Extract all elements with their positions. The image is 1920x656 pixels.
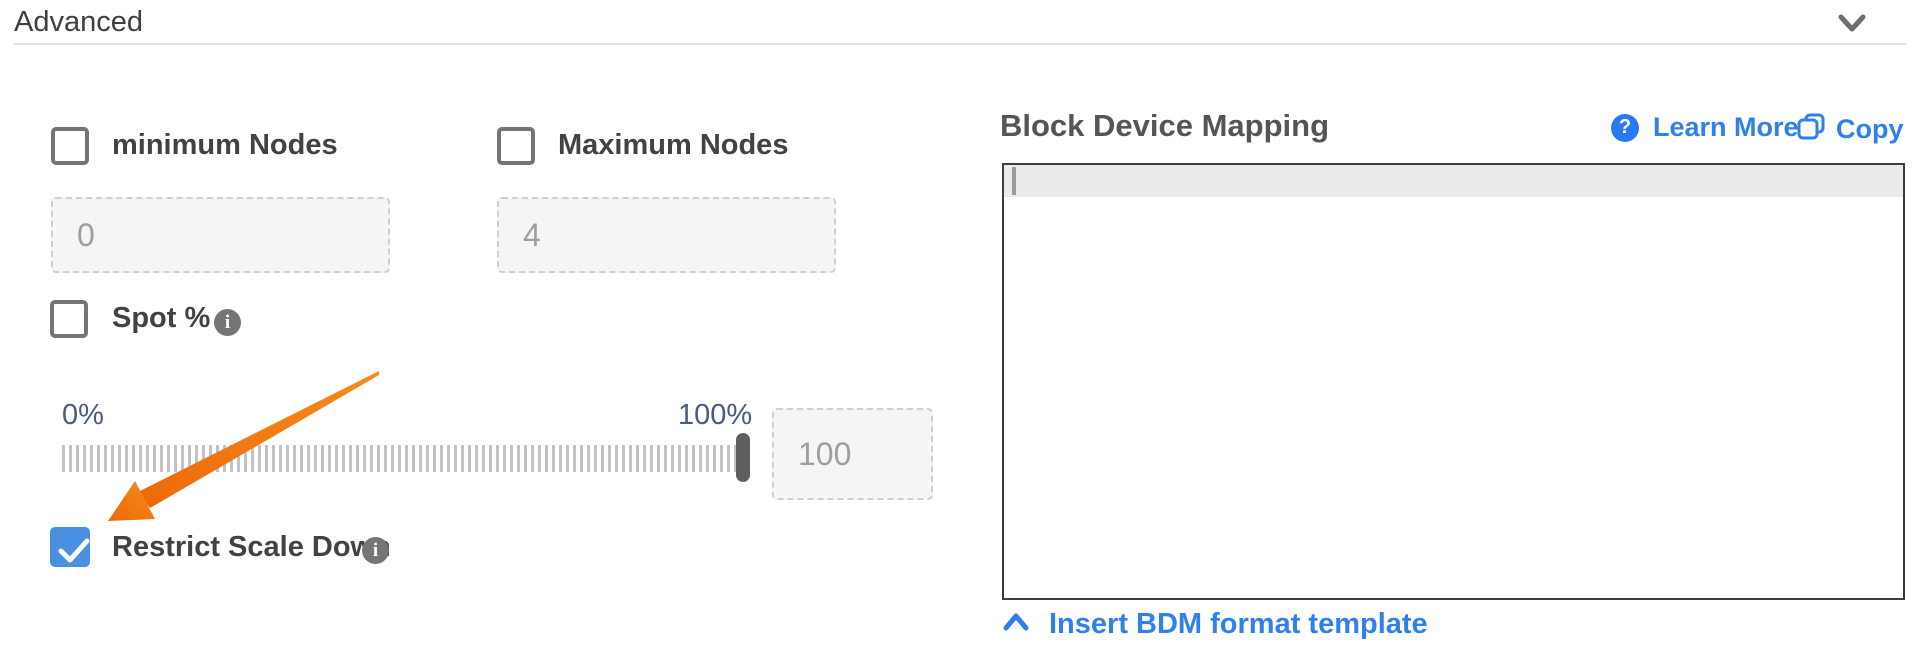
spot-percent-label: Spot % <box>112 302 211 334</box>
learn-more-label: Learn More <box>1653 112 1799 142</box>
restrict-info-icon[interactable]: i <box>362 537 389 564</box>
info-glyph: i <box>372 539 379 561</box>
minimum-nodes-checkbox[interactable] <box>51 127 89 165</box>
help-glyph: ? <box>1618 116 1632 138</box>
slider-max-label: 100% <box>678 399 753 431</box>
copy-button[interactable]: Copy <box>1796 112 1904 147</box>
bdm-editor[interactable] <box>1002 163 1905 600</box>
learn-more-link[interactable]: ? Learn More <box>1611 112 1799 143</box>
editor-active-line <box>1004 165 1903 197</box>
chevron-up-icon <box>1003 612 1029 637</box>
annotation-arrow <box>108 371 379 521</box>
maximum-nodes-checkbox[interactable] <box>497 127 535 165</box>
restrict-scale-down-label: Restrict Scale Down <box>112 531 391 563</box>
insert-bdm-template-label: Insert BDM format template <box>1049 608 1428 640</box>
insert-bdm-template-link[interactable]: Insert BDM format template <box>1003 608 1428 641</box>
text-cursor <box>1012 167 1016 195</box>
chevron-down-icon[interactable] <box>1838 10 1866 36</box>
copy-icon <box>1796 112 1826 147</box>
minimum-nodes-label: minimum Nodes <box>112 129 338 161</box>
slider-handle[interactable] <box>736 433 750 482</box>
spot-percent-value-input[interactable] <box>772 408 933 500</box>
help-icon: ? <box>1611 113 1639 142</box>
maximum-nodes-label: Maximum Nodes <box>558 129 789 161</box>
minimum-nodes-input[interactable] <box>51 197 390 273</box>
section-divider <box>14 43 1906 45</box>
section-title-advanced: Advanced <box>14 6 143 38</box>
spot-info-icon[interactable]: i <box>214 309 241 336</box>
bdm-panel-title: Block Device Mapping <box>1000 108 1330 143</box>
spot-percent-slider-track[interactable] <box>62 445 750 472</box>
slider-min-label: 0% <box>62 399 104 431</box>
restrict-scale-down-checkbox[interactable] <box>50 527 90 567</box>
maximum-nodes-input[interactable] <box>497 197 836 273</box>
spot-percent-checkbox[interactable] <box>50 300 88 338</box>
copy-label: Copy <box>1836 114 1904 144</box>
info-glyph: i <box>224 311 231 333</box>
